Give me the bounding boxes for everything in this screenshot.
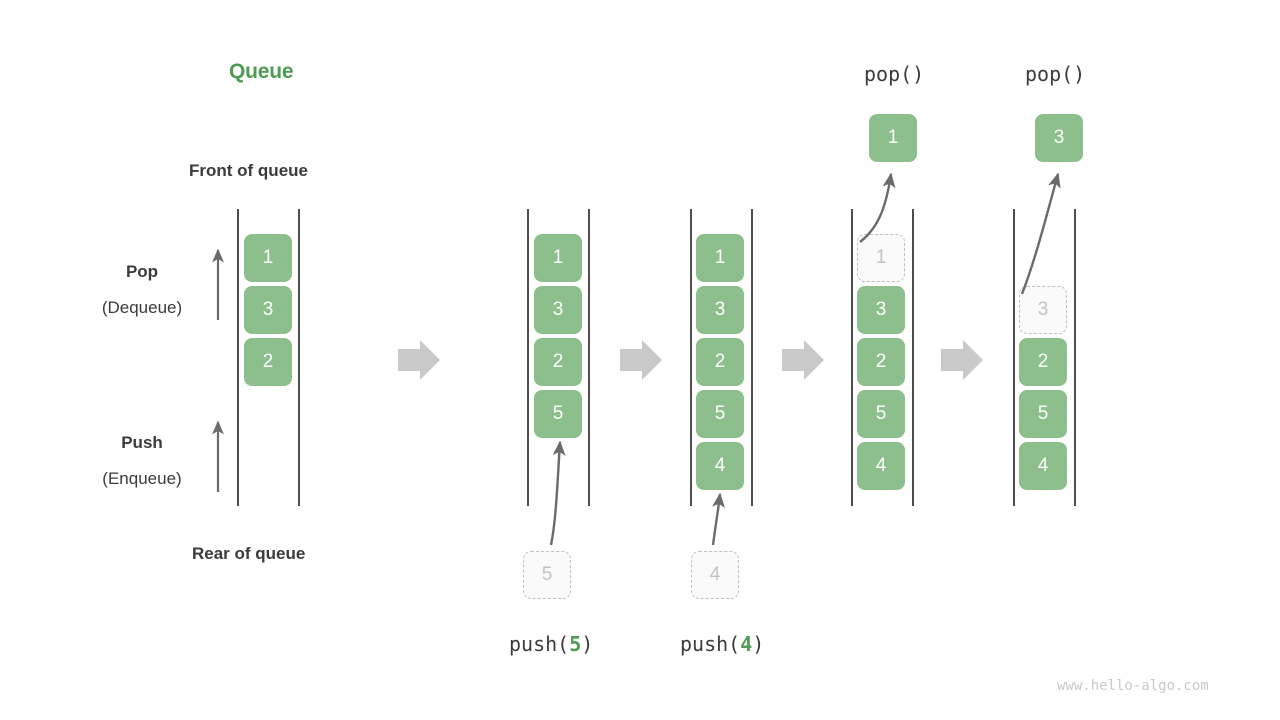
queue-rail-left-push4	[690, 209, 692, 506]
queue-cell: 5	[857, 390, 905, 438]
ghost-box-pop3: 3	[1019, 286, 1067, 334]
queue-cell: 2	[1019, 338, 1067, 386]
queue-cell: 5	[696, 390, 744, 438]
step-arrow-2	[620, 340, 662, 380]
queue-rail-right-pop3	[1074, 209, 1076, 506]
queue-rail-left-push5	[527, 209, 529, 506]
rear-of-queue-label: Rear of queue	[192, 544, 306, 563]
queue-cell: 3	[534, 286, 582, 334]
queue-rail-left-pop1	[851, 209, 853, 506]
popped-box-1: 1	[869, 114, 917, 162]
push-label: Push	[121, 433, 163, 452]
dequeue-label: (Dequeue)	[101, 298, 183, 317]
push5-caption: push(5)	[509, 632, 594, 656]
front-of-queue-label: Front of queue	[189, 161, 308, 180]
push4-caption: push(4)	[680, 632, 765, 656]
queue-cell: 3	[696, 286, 744, 334]
watermark: www.hello-algo.com	[1057, 678, 1209, 694]
ghost-box-push4: 4	[691, 551, 739, 599]
queue-cell: 5	[1019, 390, 1067, 438]
queue-rail-left-initial	[237, 209, 239, 506]
queue-cell-incoming: 5	[534, 390, 582, 438]
push5-fn: push	[509, 632, 558, 656]
ghost-box-pop1: 1	[857, 234, 905, 282]
popped-box-3: 3	[1035, 114, 1083, 162]
enqueue-label: (Enqueue)	[102, 469, 182, 488]
queue-cell: 3	[244, 286, 292, 334]
queue-cell: 4	[857, 442, 905, 490]
push4-fn: push	[680, 632, 729, 656]
step-arrow-3	[782, 340, 824, 380]
queue-cell: 2	[857, 338, 905, 386]
queue-cell: 1	[244, 234, 292, 282]
step-arrow-1	[398, 340, 440, 380]
queue-cell: 3	[857, 286, 905, 334]
pop1-remove-arrow	[859, 172, 896, 243]
push4-arg: 4	[740, 632, 753, 656]
pop3-remove-arrow	[1020, 172, 1061, 295]
queue-rail-right-pop1	[912, 209, 914, 506]
push5-insert-arrow	[549, 440, 566, 546]
queue-cell: 2	[244, 338, 292, 386]
queue-rail-left-pop3	[1013, 209, 1015, 506]
queue-cell-incoming: 4	[696, 442, 744, 490]
queue-rail-right-push4	[751, 209, 753, 506]
queue-cell: 2	[534, 338, 582, 386]
pop-label: Pop	[125, 262, 159, 281]
step-arrow-4	[941, 340, 983, 380]
queue-rail-right-push5	[588, 209, 590, 506]
queue-cell: 2	[696, 338, 744, 386]
push5-arg: 5	[569, 632, 582, 656]
pop-label-first: pop()	[864, 62, 925, 86]
pop-label-second: pop()	[1025, 62, 1086, 86]
diagram-title: Queue	[229, 60, 294, 83]
ghost-box-push5: 5	[523, 551, 571, 599]
queue-cell: 1	[534, 234, 582, 282]
queue-cell: 4	[1019, 442, 1067, 490]
queue-rail-right-initial	[298, 209, 300, 506]
push4-insert-arrow	[711, 492, 725, 546]
queue-cell: 1	[696, 234, 744, 282]
